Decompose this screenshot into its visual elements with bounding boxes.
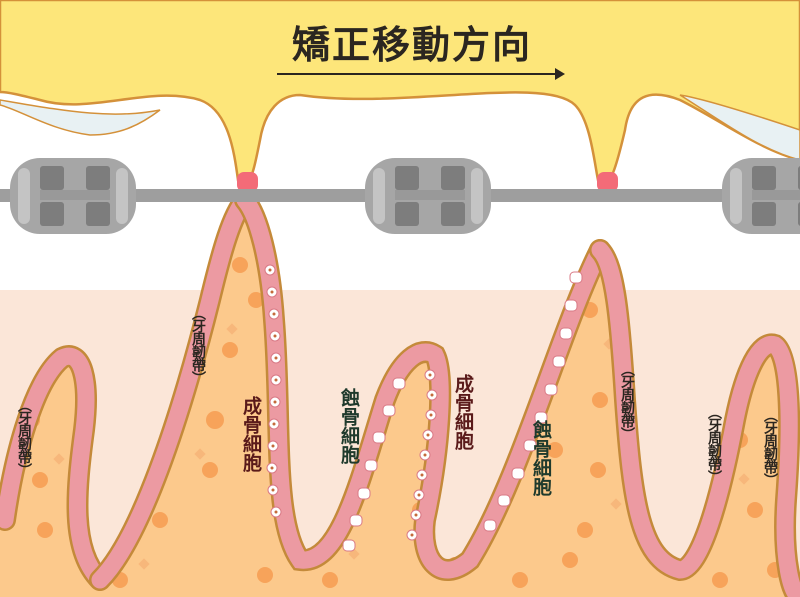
osteoblast-cells: [264, 264, 438, 541]
bone-dots: [24, 257, 783, 588]
gingival-crest-2: [597, 172, 618, 192]
osteoclast-cells: [342, 271, 583, 552]
pdl-label-2: （牙周韌帶）: [16, 398, 32, 476]
osteoblast-label-1: 成骨細胞: [240, 396, 262, 472]
osteoblast-label-2: 成骨細胞: [452, 374, 474, 450]
bone-diamonds: [53, 323, 750, 570]
pdl-label-5: （牙周韌帶）: [762, 408, 778, 486]
bracket-1: [10, 158, 136, 234]
gingiva: [0, 0, 800, 182]
bracket-2: [365, 158, 491, 234]
osteoclast-label-2: 蝕骨細胞: [530, 420, 552, 496]
movement-direction-title: 矯正移動方向: [292, 23, 533, 67]
pdl-label-4: （牙周韌帶）: [706, 405, 722, 483]
pdl-label-1: （牙周韌帶）: [190, 306, 206, 384]
movement-arrow: [277, 68, 565, 80]
alveolar-bone: [0, 200, 800, 597]
bracket-3: [722, 158, 800, 234]
gingival-crest-1: [237, 172, 258, 192]
osteoclast-label-1: 蝕骨細胞: [338, 388, 360, 464]
pdl-label-3: （牙周韌帶）: [619, 362, 635, 440]
